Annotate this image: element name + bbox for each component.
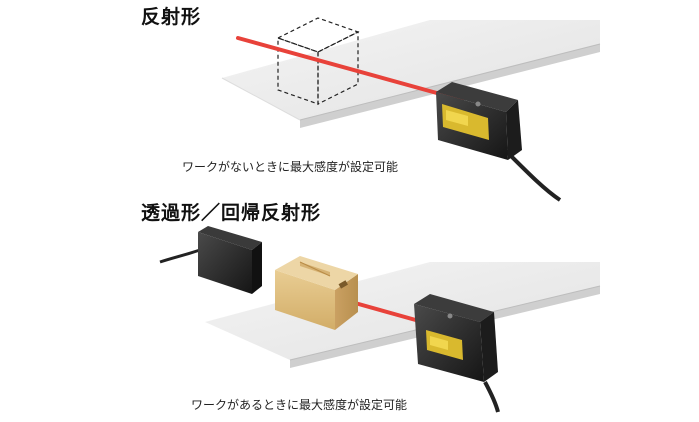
dashed-empty-workpiece-outline [276,17,360,105]
sensor-reflective [436,82,562,202]
workpiece-box [275,256,358,330]
laser-beam-upper [236,36,464,102]
through-beam-retroreflective-heading: 透過形／回帰反射形 [141,202,322,224]
sensor-receiver [414,294,500,413]
reflective-caption: ワークがないときに最大感度が設定可能 [182,160,399,174]
sensor-emitter [159,226,262,294]
through-beam-caption: ワークがあるときに最大感度が設定可能 [191,398,408,412]
reflective-type-heading: 反射形 [141,6,202,28]
conveyor-belt-upper [221,20,601,128]
